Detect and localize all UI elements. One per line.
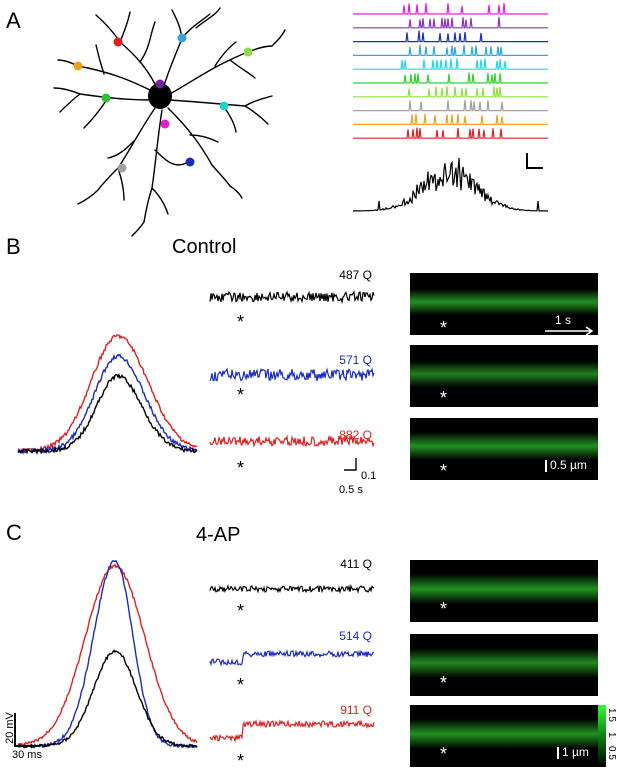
linescan-star: * bbox=[440, 744, 448, 764]
dendrite-site-dot bbox=[160, 119, 170, 129]
charge-trace bbox=[209, 649, 375, 668]
colorbar-label-high: 1.5 bbox=[606, 708, 617, 722]
raster-trace bbox=[353, 72, 548, 84]
raster-trace bbox=[353, 127, 548, 139]
ap-trace bbox=[17, 373, 198, 455]
raster-trace bbox=[353, 2, 548, 15]
raster-trace bbox=[353, 30, 548, 43]
charge-label-c3: 911 Q bbox=[340, 703, 372, 717]
linescan-star: * bbox=[440, 318, 448, 335]
dendrite-site-dot bbox=[243, 47, 253, 57]
linescan-c3: * 1 µm bbox=[410, 705, 598, 767]
linescan-time-scale: 1 s bbox=[555, 313, 572, 327]
intensity-colorbar bbox=[598, 705, 606, 767]
linescan-star: * bbox=[440, 461, 448, 480]
raster-trace bbox=[353, 58, 548, 70]
raster-trace bbox=[353, 86, 548, 98]
dendrite-site-dot bbox=[73, 61, 83, 71]
stim-star-b1: * bbox=[237, 312, 245, 332]
four-ap-title: 4-AP bbox=[196, 524, 241, 546]
panel-c-letter: C bbox=[6, 520, 22, 545]
time-scale-label: 30 ms bbox=[12, 749, 42, 761]
ap-trace bbox=[17, 334, 198, 454]
charge-label-c2: 514 Q bbox=[339, 629, 372, 643]
charge-trace bbox=[209, 719, 375, 743]
linescan-star: * bbox=[440, 388, 448, 407]
charge-time-scale-label: 0.5 s bbox=[339, 484, 363, 496]
raster-trace bbox=[353, 44, 548, 56]
stim-star-b2: * bbox=[237, 385, 245, 405]
linescan-space-scale: 0.5 µm bbox=[550, 458, 587, 472]
dendrite-site-dot bbox=[101, 93, 111, 103]
neuron-soma bbox=[148, 83, 172, 109]
linescan-star: * bbox=[440, 599, 448, 619]
dendrite-site-dot bbox=[117, 163, 127, 173]
charge-scale-bar bbox=[344, 458, 357, 471]
linescan-b1: * 1 s bbox=[410, 273, 598, 335]
stim-star-c2: * bbox=[237, 675, 245, 695]
dendrite-site-dot bbox=[155, 79, 165, 89]
raster-trace bbox=[353, 113, 548, 125]
charge-label-c1: 411 Q bbox=[340, 557, 372, 571]
summed-trace bbox=[352, 158, 549, 212]
charge-trace bbox=[209, 367, 375, 382]
charge-y-scale-label: 0.1 bbox=[361, 470, 377, 482]
charge-label-b2: 571 Q bbox=[339, 353, 372, 367]
panel-a-letter: A bbox=[6, 8, 21, 33]
raster-trace bbox=[353, 100, 548, 112]
charge-label-b3: 882 Q bbox=[339, 428, 372, 442]
linescan-space-scale-c: 1 µm bbox=[562, 745, 589, 759]
linescan-c1: * bbox=[410, 560, 598, 622]
stim-star-c3: * bbox=[237, 751, 245, 771]
linescan-b2: * bbox=[410, 345, 598, 407]
linescan-b3: * 0.5 µm bbox=[410, 418, 598, 480]
control-title: Control bbox=[172, 236, 237, 258]
charge-trace bbox=[209, 434, 375, 448]
dendrite-site-dot bbox=[113, 37, 123, 47]
dendrite-site-dot bbox=[177, 33, 187, 43]
stim-star-c1: * bbox=[237, 601, 245, 621]
charge-label-b1: 487 Q bbox=[339, 268, 372, 282]
charge-trace bbox=[209, 290, 375, 305]
colorbar-label-mid: 1 bbox=[606, 732, 617, 738]
stim-star-b3: * bbox=[237, 458, 245, 478]
dendrite-site-dot bbox=[185, 157, 195, 167]
voltage-time-scale-bar bbox=[14, 713, 38, 747]
linescan-star: * bbox=[440, 673, 448, 693]
dendrite-site-dot bbox=[219, 101, 229, 111]
raster-trace bbox=[353, 16, 548, 29]
ap-trace bbox=[17, 649, 198, 749]
panel-b-letter: B bbox=[6, 234, 21, 259]
linescan-c2: * bbox=[410, 634, 598, 696]
charge-trace bbox=[209, 583, 375, 595]
colorbar-label-low: 0.5 bbox=[606, 746, 617, 760]
raster-scale-bar bbox=[526, 153, 543, 169]
